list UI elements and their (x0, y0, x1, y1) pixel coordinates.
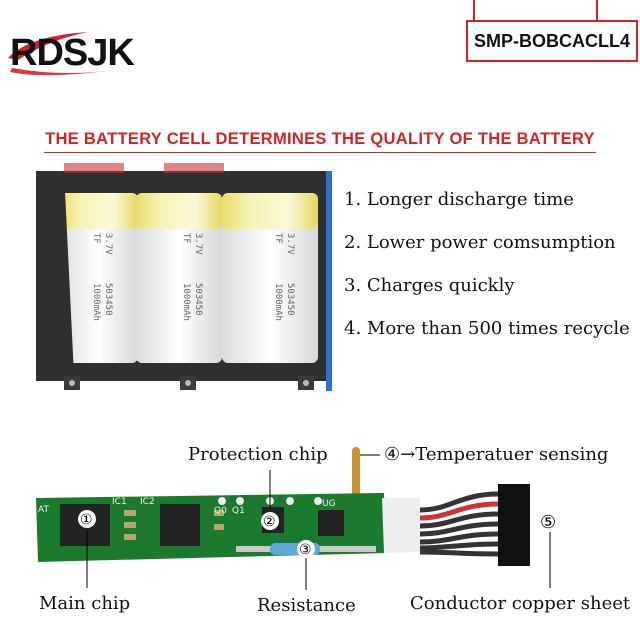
pcb-label: AT (38, 505, 49, 515)
cell-capacity: 1000mAh (181, 283, 191, 321)
protection-chip-label: Protection chip (188, 444, 328, 465)
protection-board-illustration: ① ② ③ ⑤ IC1 IC2 Q0 Q1 UG AT (36, 447, 556, 590)
battery-cell (136, 193, 222, 363)
pcb-label: IC1 (112, 497, 127, 507)
model-tag-string (473, 0, 475, 20)
feature-item: 4. More than 500 times recycle (344, 318, 630, 339)
model-number: SMP-BOBCACLL4 (474, 31, 630, 51)
model-tag: SMP-BOBCACLL4 (466, 20, 638, 62)
marker-5: ⑤ (540, 512, 556, 533)
cell-model: 503450 (103, 283, 113, 316)
pcb-label: Q0 (214, 506, 227, 516)
cell-brand: TF (181, 233, 191, 244)
cell-voltage: 3.7V (285, 233, 295, 255)
headline-divider (44, 152, 596, 153)
brand-logo: RDSJK (8, 28, 183, 78)
ic-chip (160, 504, 200, 546)
headline: THE BATTERY CELL DETERMINES THE QUALITY … (45, 130, 595, 148)
mosfet-chip (318, 510, 344, 536)
temperature-sensing-label: ④→Temperatuer sensing (384, 444, 609, 465)
feature-item: 2. Lower power comsumption (344, 232, 616, 253)
cell-model: 503450 (193, 283, 203, 316)
conductor-copper-sheet-label: Conductor copper sheet (410, 593, 631, 614)
marker-2: ② (263, 514, 276, 530)
conductor-copper-sheet (382, 498, 420, 553)
resistance-label: Resistance (257, 595, 356, 616)
marker-1: ① (80, 512, 93, 528)
cell-capacity: 1000mAh (91, 283, 101, 321)
battery-cell (222, 193, 318, 363)
model-tag-string (596, 0, 598, 20)
main-chip-label: Main chip (39, 593, 131, 614)
pcb-label: Q1 (232, 506, 245, 516)
cell-brand: TF (91, 233, 101, 244)
temperature-sensor (352, 447, 360, 497)
cell-voltage: 3.7V (193, 233, 203, 255)
battery-cell (58, 193, 138, 363)
cell-voltage: 3.7V (103, 233, 113, 255)
feature-item: 3. Charges quickly (344, 275, 515, 296)
marker-3: ③ (299, 542, 312, 558)
feature-list: 1. Longer discharge time 2. Lower power … (344, 186, 630, 358)
logo-text: RDSJK (10, 32, 135, 74)
connector (498, 484, 530, 566)
cell-brand: TF (273, 233, 283, 244)
cell-capacity: 1000mAh (273, 283, 283, 321)
feature-item: 1. Longer discharge time (344, 189, 574, 210)
cell-model: 503450 (285, 283, 295, 316)
pcb-label: IC2 (140, 497, 155, 507)
battery-edge-strip (326, 171, 332, 391)
pcb-label: UG (322, 499, 336, 509)
logo-swoosh (8, 32, 128, 76)
battery-pack-illustration: TF 503450 3.7V 1000mAh TF 503450 3.7V 10… (36, 163, 332, 391)
